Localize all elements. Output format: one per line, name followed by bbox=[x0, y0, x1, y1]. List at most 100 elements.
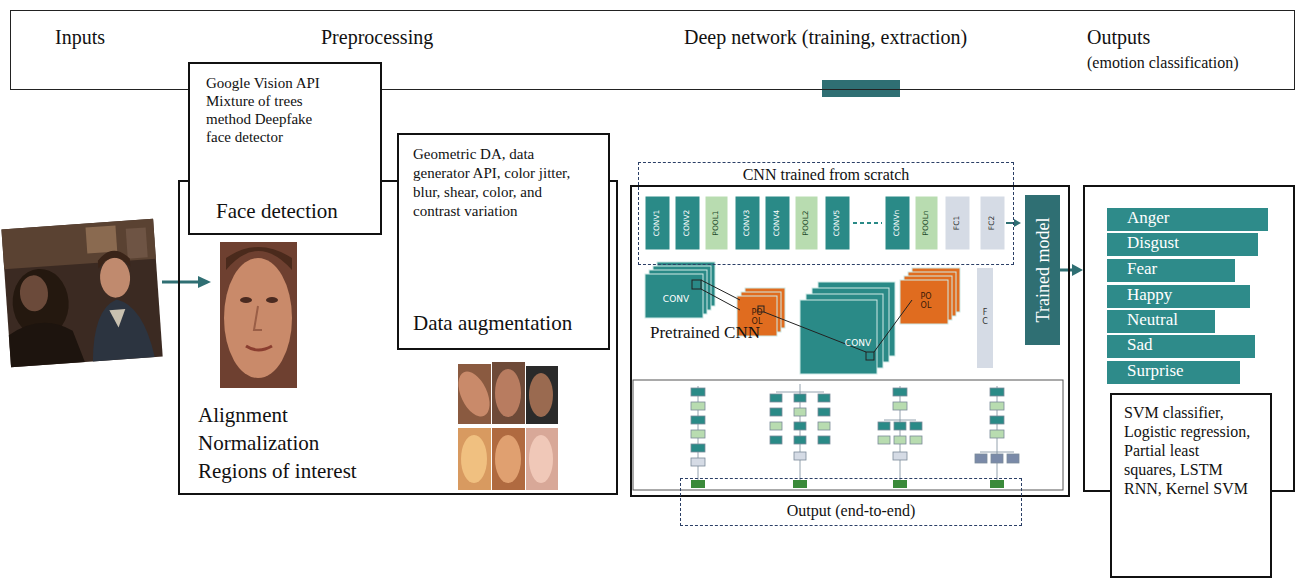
text-slot: Google Vision API Mixture of trees metho… bbox=[206, 74, 334, 146]
receptive-lines bbox=[692, 280, 912, 360]
layer-label-slot: FC2 bbox=[988, 216, 996, 230]
dashed-group: CNN trained from scratch bbox=[638, 162, 1014, 265]
layer-label: FC bbox=[982, 309, 989, 327]
text-slot: Trained model bbox=[1032, 218, 1054, 323]
node-text: Regions of interest bbox=[198, 458, 357, 484]
layer-label: CONV2 bbox=[683, 210, 691, 237]
node-text: (emotion classification) bbox=[1087, 53, 1239, 73]
node-text: Anger bbox=[1127, 208, 1169, 227]
text-slot: Disgust bbox=[1127, 233, 1179, 252]
layer-label-slot: CONV5 bbox=[833, 210, 841, 237]
text-slot: Normalization bbox=[198, 430, 319, 456]
text-slot: SVM classifier, Logistic regression, Par… bbox=[1124, 403, 1252, 498]
text-slot: Alignment bbox=[198, 402, 288, 428]
method-box: Google Vision API Mixture of trees metho… bbox=[188, 62, 382, 235]
input-arrow bbox=[162, 281, 199, 284]
layer-arrowhead bbox=[1014, 219, 1021, 227]
layer-label: POOL bbox=[750, 309, 764, 327]
text-slot: Happy bbox=[1127, 285, 1172, 304]
input-arrowhead bbox=[198, 276, 211, 288]
text-slot: CNN trained from scratch bbox=[639, 165, 1013, 185]
text-slot: Pretrained CNN bbox=[650, 322, 760, 343]
node-text: Surprise bbox=[1127, 361, 1184, 380]
node-text: SVM classifier, Logistic regression, Par… bbox=[1124, 403, 1252, 498]
layer-label-slot: CONVn bbox=[893, 210, 901, 237]
text-slot: Deep network (training, extraction) bbox=[684, 25, 967, 49]
text-slot: Outputs bbox=[1087, 25, 1150, 49]
node-text: Face detection bbox=[216, 199, 338, 224]
layer-label: FC2 bbox=[988, 216, 996, 230]
node-text: Inputs bbox=[55, 25, 105, 49]
pretrained-stacks bbox=[645, 262, 960, 374]
model-bar: Trained model bbox=[1025, 195, 1060, 345]
node-text: Output (end-to-end) bbox=[681, 501, 1021, 521]
layer-label-slot: CONV3 bbox=[743, 210, 751, 237]
augmented-faces bbox=[452, 362, 558, 490]
layer-label-slot: CONV bbox=[663, 295, 689, 305]
layer-label-slot: CONV bbox=[845, 339, 871, 349]
emotion-bar: Happy bbox=[1107, 285, 1250, 308]
layer-label: POOL2 bbox=[802, 210, 810, 235]
face-crop bbox=[220, 242, 297, 388]
text-slot: Face detection bbox=[216, 199, 338, 224]
text-slot: Inputs bbox=[55, 25, 105, 49]
layer-label: POOLn bbox=[922, 210, 930, 235]
layer-label-slot: POOL2 bbox=[802, 210, 810, 235]
node-text: Disgust bbox=[1127, 233, 1179, 252]
text-slot: Sad bbox=[1127, 335, 1153, 354]
node-text: Deep network (training, extraction) bbox=[684, 25, 967, 49]
node-text: Geometric DA, data generator API, color … bbox=[413, 145, 578, 221]
text-slot: Surprise bbox=[1127, 361, 1184, 380]
node-text: Neutral bbox=[1127, 310, 1178, 329]
layer-label: CONV4 bbox=[773, 210, 781, 237]
node-text: Fear bbox=[1127, 259, 1157, 278]
layer-label: POOL bbox=[919, 293, 933, 311]
text-slot: Data augmentation bbox=[413, 311, 572, 336]
connector bbox=[1060, 264, 1083, 276]
layer-label-slot: POOL bbox=[919, 293, 933, 311]
text-slot: Preprocessing bbox=[321, 25, 433, 49]
layer-label: CONV3 bbox=[743, 210, 751, 237]
node-text: Trained model bbox=[1032, 218, 1054, 323]
text-slot: Neutral bbox=[1127, 310, 1178, 329]
node-text: Outputs bbox=[1087, 25, 1150, 49]
node-text: Happy bbox=[1127, 285, 1172, 304]
emotion-bar: Anger bbox=[1107, 208, 1268, 231]
node-text: Data augmentation bbox=[413, 311, 572, 336]
emotion-bar: Surprise bbox=[1107, 361, 1240, 384]
layer-label: CONV5 bbox=[833, 210, 841, 237]
node-text: Alignment bbox=[198, 402, 288, 428]
input-photo bbox=[1, 219, 162, 367]
emotion-bar: Neutral bbox=[1107, 310, 1215, 333]
emotion-bar: Sad bbox=[1107, 335, 1255, 358]
text-slot: Output (end-to-end) bbox=[681, 501, 1021, 521]
text-slot: Fear bbox=[1127, 259, 1157, 278]
layer-label-slot: FC1 bbox=[953, 216, 961, 230]
classifier-box: SVM classifier, Logistic regression, Par… bbox=[1110, 393, 1272, 578]
node-text: CNN trained from scratch bbox=[639, 165, 1013, 185]
layer-label-slot: POOL bbox=[750, 309, 764, 327]
emotion-bar: Disgust bbox=[1107, 233, 1258, 256]
layer-label: CONVn bbox=[893, 210, 901, 237]
node-text: Preprocessing bbox=[321, 25, 433, 49]
method-box: Geometric DA, data generator API, color … bbox=[397, 133, 610, 350]
output-squares bbox=[691, 480, 1004, 488]
layer-blocks bbox=[645, 196, 1005, 250]
accent-bar bbox=[822, 80, 900, 97]
text-slot: Anger bbox=[1127, 208, 1169, 227]
arrowhead bbox=[1072, 264, 1083, 276]
layer-label-slot: POOL1 bbox=[712, 210, 720, 235]
node-text: Google Vision API Mixture of trees metho… bbox=[206, 74, 334, 146]
fc-bar bbox=[977, 268, 993, 368]
text-slot: (emotion classification) bbox=[1087, 53, 1239, 73]
layer-label: FC1 bbox=[953, 216, 961, 230]
layer-gap bbox=[853, 222, 882, 224]
layer-label: CONV1 bbox=[653, 210, 661, 237]
layer-label-slot: CONV2 bbox=[683, 210, 691, 237]
dashed-group: Output (end-to-end) bbox=[680, 478, 1022, 526]
emotion-bar: Fear bbox=[1107, 259, 1235, 282]
layer-label: CONV bbox=[663, 295, 689, 305]
node-text: Normalization bbox=[198, 430, 319, 456]
text-slot: Geometric DA, data generator API, color … bbox=[413, 145, 578, 221]
